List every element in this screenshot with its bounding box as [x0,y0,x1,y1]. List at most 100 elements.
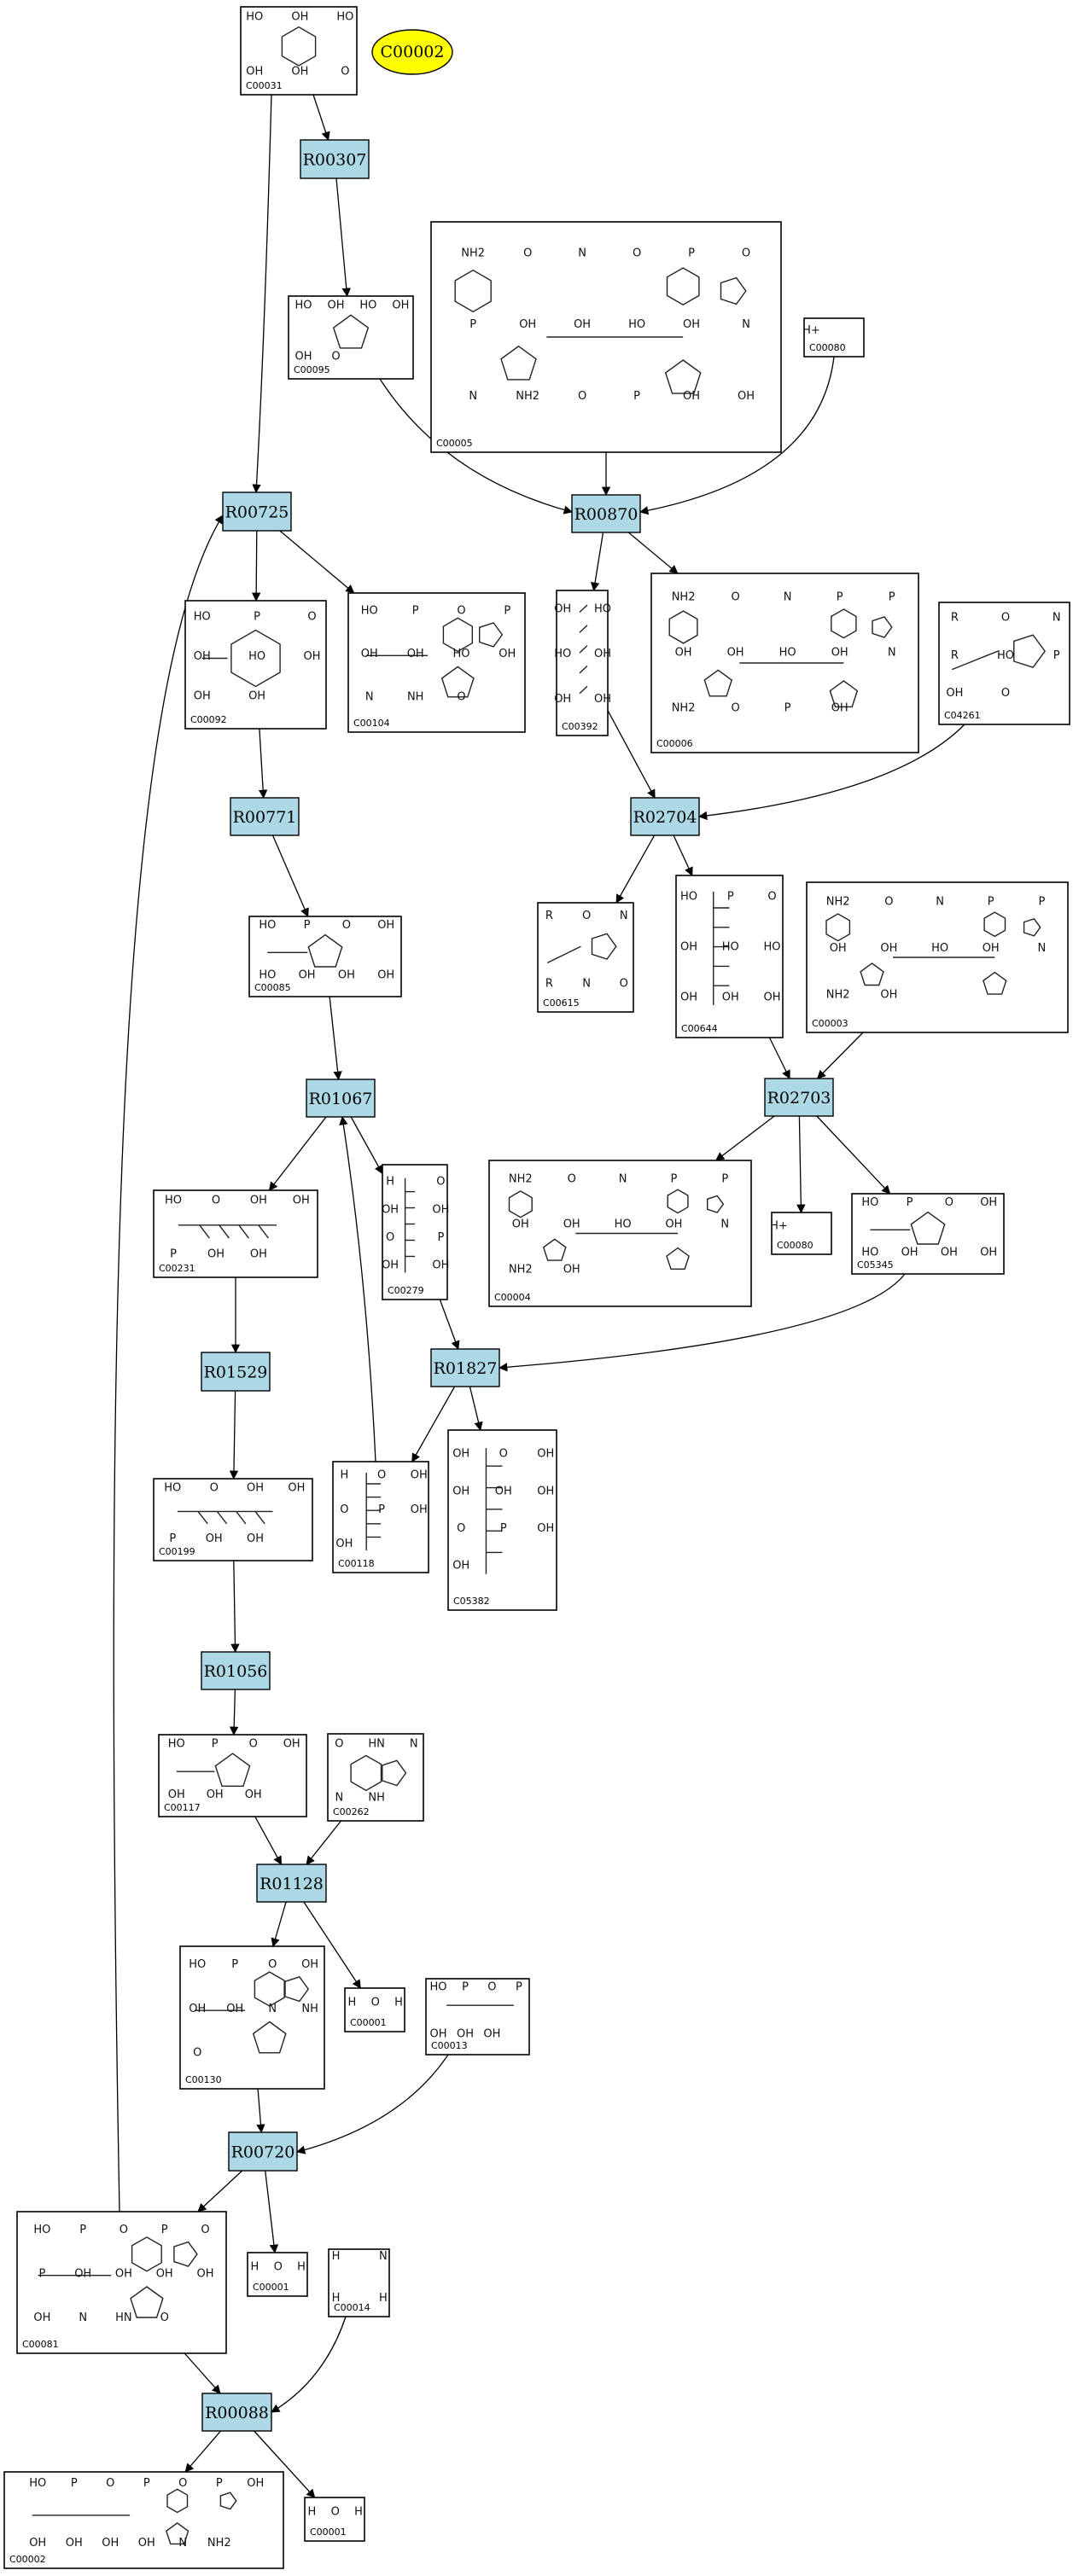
atom-label: OH [377,968,394,981]
atom-label: O [499,1448,508,1461]
compound-id-label: C00014 [334,2302,370,2313]
edge-R00720-to-C00001b [265,2170,279,2254]
atom-label: HO [763,940,780,953]
atom-label: OH [206,1532,223,1545]
compound-id-label: C00104 [353,718,390,729]
reaction-node-R00771[interactable]: R00771 [230,797,300,836]
atom-label: HN [368,1737,385,1750]
reaction-node-R01056[interactable]: R01056 [201,1651,271,1690]
reaction-node-R00870[interactable]: R00870 [571,494,641,533]
atom-label: OH [250,1194,267,1207]
edge-R00870-to-C00392 [590,532,604,592]
atom-label: H [379,2292,388,2305]
atom-label: H+ [770,1220,788,1233]
edge-R01529-to-C00199 [229,1390,239,1480]
edge-R00088-to-C00002 [184,2430,221,2473]
edge-C00085-to-R01067 [329,996,342,1081]
reaction-id-label: R01056 [204,1662,268,1681]
atom-label: P [469,318,476,331]
atom-label: OH [283,1737,300,1750]
atom-label: OH [194,690,211,703]
atom-label: P [170,1248,177,1261]
reaction-node-R00725[interactable]: R00725 [222,491,292,532]
reaction-node-R01067[interactable]: R01067 [306,1079,376,1118]
reaction-node-R01128[interactable]: R01128 [256,1864,327,1903]
atom-label: HO [997,649,1014,662]
atom-label: R [951,649,959,662]
edge-C00130-to-R00720 [256,2088,265,2134]
edge-C00199-to-R01056 [230,1560,240,1654]
atom-label: O [193,2047,201,2060]
reaction-box [222,491,292,532]
reaction-node-R02703[interactable]: R02703 [764,1078,834,1117]
compound-box [247,2252,308,2297]
compound-box [347,592,526,733]
compound-box [771,1212,832,1255]
atom-label: OH [763,991,780,1003]
atom-label: OH [196,2267,213,2280]
structure-drawing [508,1189,725,1271]
reaction-node-R01827[interactable]: R01827 [430,1348,500,1387]
structure-drawing [546,933,617,964]
compound-id-label: C00013 [431,2040,468,2051]
reaction-node-R00720[interactable]: R00720 [228,2131,298,2172]
edge-C00644-to-R02703 [768,1037,790,1079]
atom-label: O [457,1522,465,1535]
atom-label: OH [722,991,739,1003]
reaction-id-label: R01128 [260,1875,324,1893]
compound-id-label: C00081 [22,2339,59,2350]
reaction-node-R01529[interactable]: R01529 [201,1352,271,1392]
reaction-id-label: R02703 [767,1089,831,1108]
atom-label: O [457,691,465,704]
reaction-node-R02704[interactable]: R02704 [630,797,700,836]
compound-node-C00080[interactable]: H+C00080 [802,317,865,358]
atom-label: R [545,910,553,922]
atom-label: OH [102,2537,119,2550]
atom-label: NH2 [509,1173,533,1186]
atom-label: O [620,978,628,991]
structure-drawing [38,2236,198,2318]
atom-label: OH [432,1203,449,1216]
compound-box [304,2497,365,2542]
compound-id-label: C00199 [159,1546,195,1557]
reaction-node-R00307[interactable]: R00307 [300,139,370,179]
structure-drawing [365,617,504,698]
compound-box [556,590,609,736]
target-compound-marker[interactable]: C00002 [371,29,453,75]
atom-label: H [251,2260,260,2273]
atom-label: O [342,919,351,932]
reaction-box [201,1651,271,1690]
reaction-node-R00088[interactable]: R00088 [201,2393,272,2432]
compound-node-C00080b[interactable]: H+C00080 [770,1212,832,1255]
